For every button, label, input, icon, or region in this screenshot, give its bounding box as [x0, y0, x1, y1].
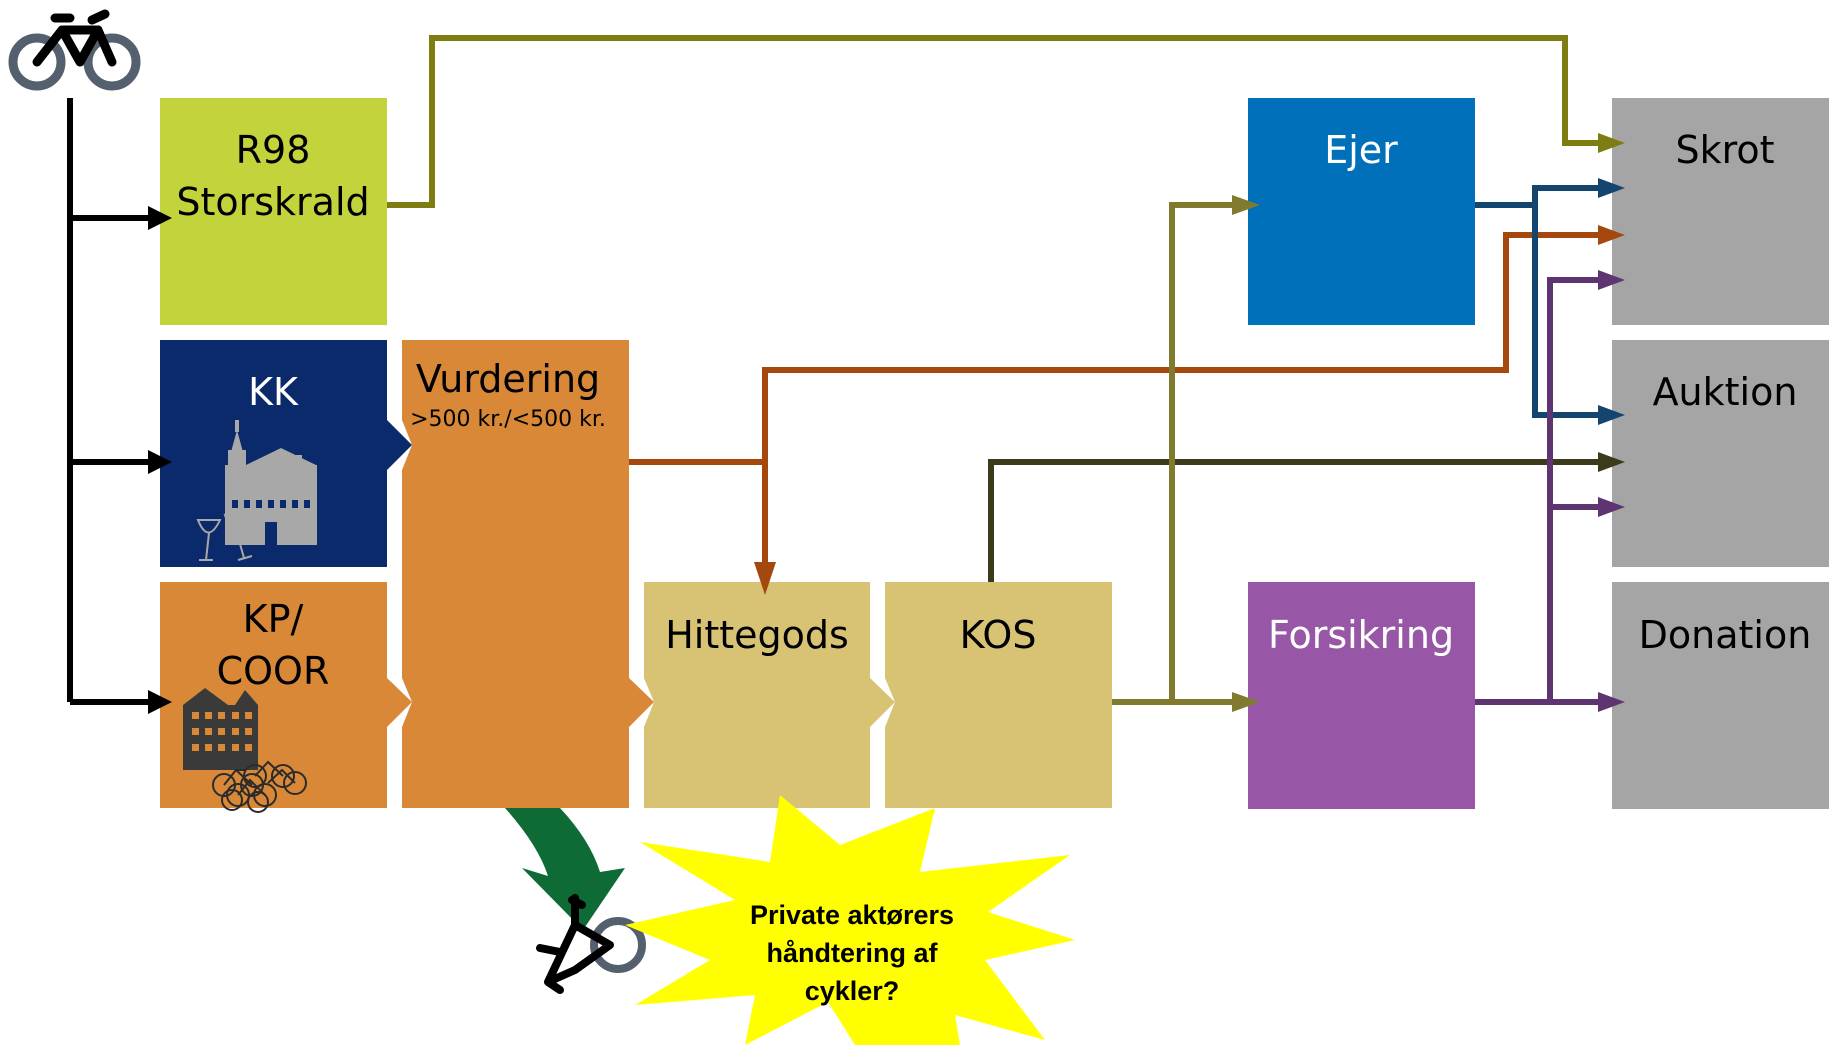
r98-box: [160, 98, 387, 325]
kk-label: KK: [248, 370, 299, 414]
forsikring-label: Forsikring: [1268, 613, 1454, 657]
vurdering-threshold: >500 kr./<500 kr.: [410, 407, 606, 432]
ejer-label: Ejer: [1324, 128, 1398, 172]
forsikring-to-auktion-arrowhead: [1598, 497, 1625, 517]
donation-box: [1612, 582, 1829, 809]
kos-to-ejer-arrowhead: [1232, 195, 1260, 215]
kp-coor-label-line1: KP/: [243, 597, 304, 641]
kos-to-ejer-line: [1169, 202, 1232, 702]
forsikring-to-donation-arrowhead: [1598, 692, 1625, 712]
vurdering-to-hittegods-arrowhead: [754, 562, 776, 595]
ejer-to-auktion-arrowhead: [1598, 405, 1625, 425]
intake-connectors: [67, 98, 150, 705]
intake-arrowheads: [148, 206, 172, 714]
skrot-label: Skrot: [1675, 128, 1774, 172]
r98-label-line2: Storskrald: [176, 180, 369, 224]
ejer-to-auktion-line: [1532, 188, 1598, 418]
ejer-box: [1248, 98, 1475, 325]
bicycle-pile-icon: [212, 760, 307, 813]
wine-glasses-icon: [196, 513, 253, 561]
bicycle-icon: [8, 9, 141, 91]
kos-label: KOS: [960, 613, 1037, 657]
kos-to-auktion-arrowhead: [1598, 452, 1625, 472]
callout-text-line2: håndtering af: [766, 938, 938, 968]
vurdering-label: Vurdering: [416, 357, 600, 401]
callout-text-line3: cykler?: [805, 976, 900, 1006]
callout-starburst: [625, 795, 1075, 1045]
callout-text-line1: Private aktørers: [750, 900, 954, 930]
r98-label-line1: R98: [236, 128, 311, 172]
leak-curved-arrow: [505, 808, 625, 930]
forsikring-to-skrot-arrowhead: [1598, 270, 1625, 290]
kos-box: [885, 582, 1112, 808]
skrot-box: [1612, 98, 1829, 325]
forsikring-to-skrot-line: [1547, 277, 1598, 702]
r98-to-skrot-line: [387, 35, 1598, 208]
city-hall-icon: [225, 420, 317, 545]
hittegods-box: [644, 582, 895, 808]
kos-to-forsikring-arrowhead: [1232, 692, 1260, 712]
kos-to-auktion-line: [988, 459, 1598, 582]
vurdering-line: [629, 459, 768, 562]
ejer-to-skrot-arrowhead: [1598, 178, 1625, 198]
r98-to-skrot-arrowhead: [1598, 133, 1625, 153]
kp-coor-label-line2: COOR: [217, 649, 330, 693]
hittegods-label: Hittegods: [665, 613, 849, 657]
auktion-box: [1612, 340, 1829, 567]
vurdering-to-skrot-arrowhead: [1598, 225, 1625, 245]
vurdering-box: [402, 340, 654, 808]
auktion-label: Auktion: [1653, 370, 1798, 414]
building-icon: [183, 688, 258, 770]
fallen-bicycle-icon: [536, 894, 646, 994]
donation-label: Donation: [1639, 613, 1812, 657]
forsikring-box: [1248, 582, 1475, 809]
